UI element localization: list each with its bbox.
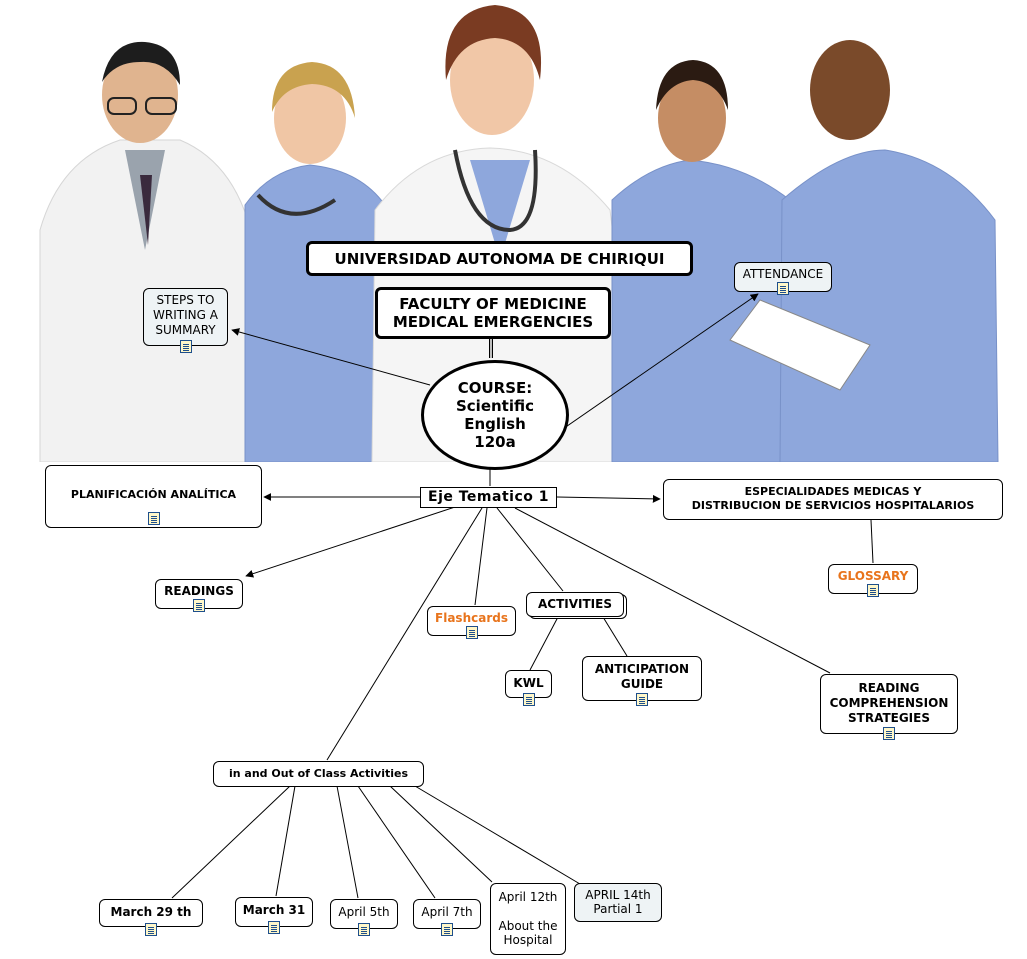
document-icon[interactable]	[522, 693, 535, 706]
eje-tematico-node[interactable]: Eje Tematico 1	[420, 487, 557, 508]
document-icon[interactable]	[147, 511, 160, 525]
link-eje-readings	[245, 506, 456, 578]
link-activities-kwl	[529, 616, 559, 671]
april-12-node[interactable]: April 12th About the Hospital	[490, 883, 566, 955]
link-especialidades-glossary	[870, 519, 874, 564]
flashcards-node[interactable]: Flashcards	[427, 606, 516, 639]
march-29-node[interactable]: March 29 th	[99, 899, 203, 936]
document-icon[interactable]	[867, 584, 879, 597]
medical-staff-photo	[39, 5, 999, 462]
link-eje-especialidades	[556, 494, 661, 503]
steps-to-writing-summary-node[interactable]: STEPS TO WRITING A SUMMARY	[143, 288, 228, 353]
document-icon[interactable]	[636, 693, 648, 706]
document-icon[interactable]	[883, 727, 895, 740]
faculty-title: FACULTY OF MEDICINE MEDICAL EMERGENCIES	[375, 287, 611, 339]
document-icon[interactable]	[179, 340, 192, 353]
nurse-dark-hair-figure	[611, 60, 791, 462]
document-icon[interactable]	[358, 923, 370, 936]
april-14-node[interactable]: APRIL 14th Partial 1	[574, 883, 662, 922]
link-course-steps	[231, 328, 431, 386]
nurse-man-figure	[729, 40, 999, 462]
university-title: UNIVERSIDAD AUTONOMA DE CHIRIQUI	[306, 241, 693, 276]
document-icon[interactable]	[441, 923, 453, 936]
april-7-node[interactable]: April 7th	[413, 899, 481, 936]
reading-comprehension-strategies-node[interactable]: READING COMPREHENSION STRATEGIES	[820, 674, 958, 740]
link-eje-activities	[496, 507, 564, 592]
document-icon[interactable]	[145, 923, 157, 936]
activities-node[interactable]: ACTIVITIES	[526, 592, 624, 617]
document-icon[interactable]	[193, 599, 205, 612]
march-31-node[interactable]: March 31	[235, 897, 313, 934]
anticipation-guide-node[interactable]: ANTICIPATION GUIDE	[582, 656, 702, 706]
document-icon[interactable]	[465, 626, 478, 639]
kwl-node[interactable]: KWL	[505, 670, 552, 706]
in-and-out-of-class-activities-node[interactable]: in and Out of Class Activities	[213, 761, 424, 787]
link-activities-anticipation	[602, 616, 628, 657]
link-eje-flashcards	[474, 507, 488, 606]
especialidades-medicas-node[interactable]: ESPECIALIDADES MEDICAS Y DISTRIBUCION DE…	[663, 479, 1003, 520]
nurse-blonde-figure	[244, 62, 386, 462]
document-icon[interactable]	[268, 921, 280, 934]
april-5-node[interactable]: April 5th	[330, 899, 398, 936]
link-eje-inout	[326, 507, 483, 761]
link-eje-reading-strategies	[514, 507, 831, 674]
document-icon[interactable]	[777, 282, 789, 295]
readings-node[interactable]: READINGS	[155, 579, 243, 612]
course-title[interactable]: COURSE: Scientific English 120a	[421, 360, 569, 470]
planificacion-analitica-node[interactable]: PLANIFICACIÓN ANALÍTICA	[45, 465, 262, 528]
attendance-node[interactable]: ATTENDANCE	[734, 262, 832, 295]
glossary-node[interactable]: GLOSSARY	[828, 564, 918, 597]
